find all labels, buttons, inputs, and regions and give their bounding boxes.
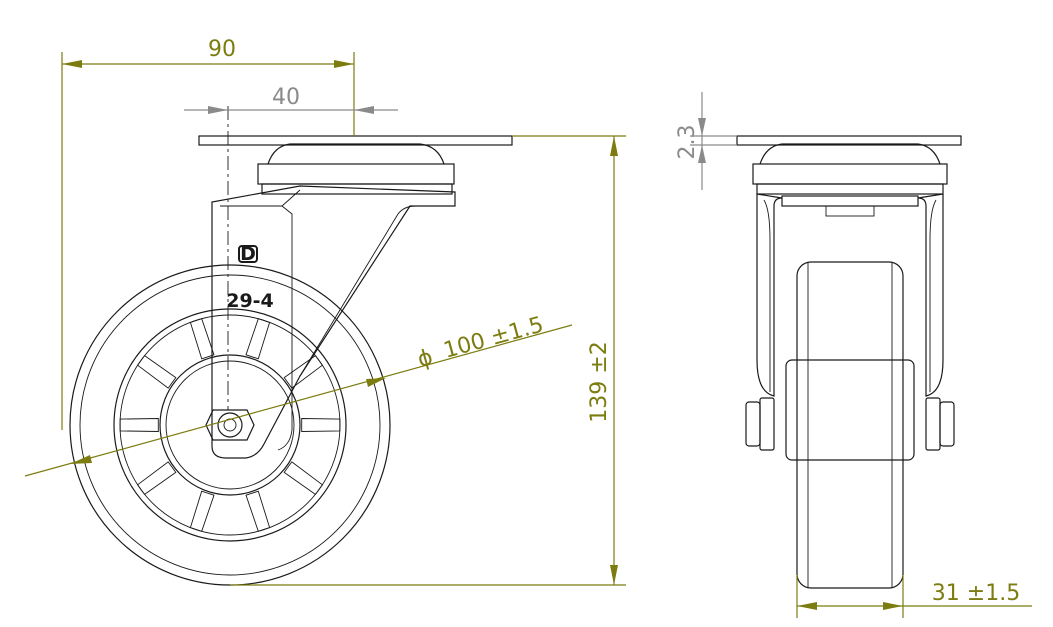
- side-view: D 29-4: [69, 106, 513, 586]
- front-axle-nut-right: [925, 397, 955, 451]
- front-swivel-bearing: [759, 143, 941, 165]
- wheel-spoke: [245, 318, 271, 360]
- front-wheel-tire: [796, 261, 904, 589]
- dimension-label-2-3: 2.3: [675, 125, 700, 160]
- fork-outer-curve: [299, 205, 417, 377]
- front-fork-left-inner: [763, 199, 771, 392]
- dimension-overall-width: 90: [61, 37, 355, 430]
- front-view: [736, 135, 962, 589]
- front-fork-bridge: [781, 195, 919, 207]
- front-swivel-collar: [756, 183, 944, 195]
- wheel-spoke: [283, 354, 324, 389]
- wheel-rim-inner: [119, 314, 341, 536]
- wheel-spoke: [189, 318, 215, 360]
- wheel-spoke: [189, 490, 215, 532]
- wheel-spoke: [245, 490, 271, 532]
- wheel-rim: [113, 308, 347, 542]
- swivel-bearing: [267, 143, 445, 165]
- top-plate: [198, 135, 513, 146]
- wheel-tire-outer: [69, 264, 391, 586]
- swivel-ring: [257, 163, 455, 185]
- wheel-spoke: [136, 461, 177, 496]
- dimension-plate-thickness: 2.3: [675, 92, 737, 190]
- dimension-label-139: 139 ±2: [587, 341, 612, 422]
- dimension-wheel-diameter: ϕ 100 ±1.5: [24, 312, 573, 477]
- dimension-label-31: 31 ±1.5: [932, 581, 1020, 606]
- svg-text:D: D: [240, 243, 256, 265]
- swivel-collar: [261, 183, 453, 195]
- wheel-spoke: [136, 354, 177, 389]
- front-top-plate: [736, 135, 962, 146]
- front-fork-right: [917, 193, 944, 397]
- brand-logo: D: [238, 243, 258, 265]
- dimension-overall-height: 139 ±2: [230, 135, 626, 586]
- dimension-offset: 40: [184, 85, 398, 114]
- dimension-wheel-width: 31 ±1.5: [796, 575, 1032, 618]
- front-fork-left: [756, 193, 783, 397]
- model-number-marking: 29-4: [226, 290, 274, 312]
- wheel-spoke: [283, 461, 324, 496]
- fork-inner-edge-2: [277, 205, 293, 451]
- wheel-spokes: [119, 318, 341, 532]
- dimension-label-90: 90: [208, 37, 236, 62]
- wheel-tire-inner: [79, 274, 381, 576]
- front-axle-nut-left: [745, 397, 775, 451]
- wheel-hub-ring: [159, 354, 301, 496]
- front-swivel-ring: [752, 163, 948, 185]
- dimension-label-40: 40: [272, 85, 300, 110]
- wheel-spoke: [301, 418, 341, 432]
- front-fork-slot: [825, 205, 875, 217]
- front-wheel-hub: [785, 359, 915, 461]
- fork-body: [211, 185, 456, 459]
- wheel-hub-ring-inner: [165, 360, 295, 490]
- wheel-spoke: [119, 418, 159, 432]
- dimension-label-diameter: 100 ±1.5: [441, 312, 546, 363]
- front-fork-right-inner: [929, 199, 937, 392]
- diameter-symbol: ϕ: [415, 345, 436, 373]
